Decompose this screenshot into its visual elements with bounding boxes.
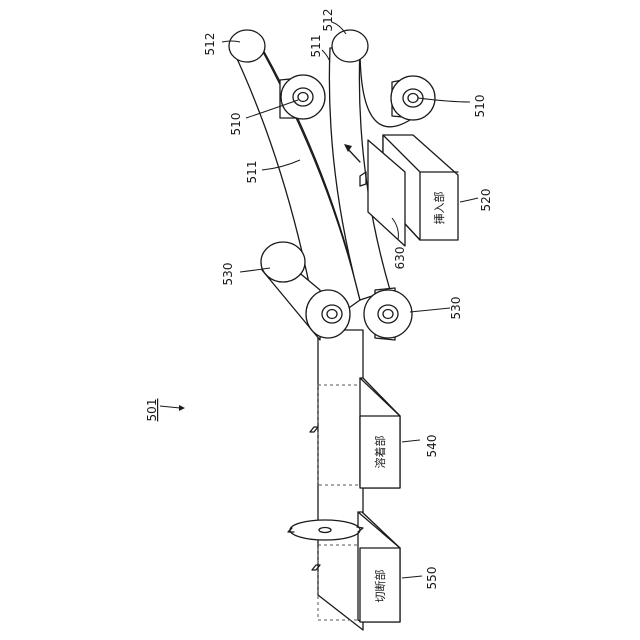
ref-511-left: 511 bbox=[245, 161, 259, 184]
ref-530-right: 530 bbox=[449, 297, 463, 320]
outer-roller-left bbox=[229, 30, 265, 62]
roller-510-left bbox=[280, 75, 325, 119]
ref-530-left: 530 bbox=[221, 263, 235, 286]
ref-512-right: 512 bbox=[321, 9, 335, 32]
laminated-film bbox=[310, 330, 363, 630]
ref-510-right: 510 bbox=[473, 95, 487, 118]
cutting-unit: 切断部 bbox=[358, 512, 400, 622]
ref-550: 550 bbox=[425, 567, 439, 590]
ref-512-left: 512 bbox=[203, 33, 217, 56]
ref-511-top: 511 bbox=[309, 35, 323, 58]
rotary-cutter-blade bbox=[288, 520, 363, 540]
welding-unit: 溶着部 bbox=[360, 378, 400, 488]
cut-unit-label: 切断部 bbox=[373, 570, 387, 603]
ref-510-left: 510 bbox=[229, 113, 243, 136]
ref-501: 501 bbox=[145, 399, 159, 422]
weld-unit-label: 溶着部 bbox=[373, 436, 387, 469]
ref-540: 540 bbox=[425, 435, 439, 458]
ref-520: 520 bbox=[479, 189, 493, 212]
insert-unit-label: 挿入部 bbox=[432, 192, 446, 225]
edge-mark bbox=[310, 427, 318, 432]
roller-510-right bbox=[391, 76, 435, 120]
ref-630: 630 bbox=[393, 247, 407, 270]
outer-roller-right bbox=[332, 30, 368, 62]
